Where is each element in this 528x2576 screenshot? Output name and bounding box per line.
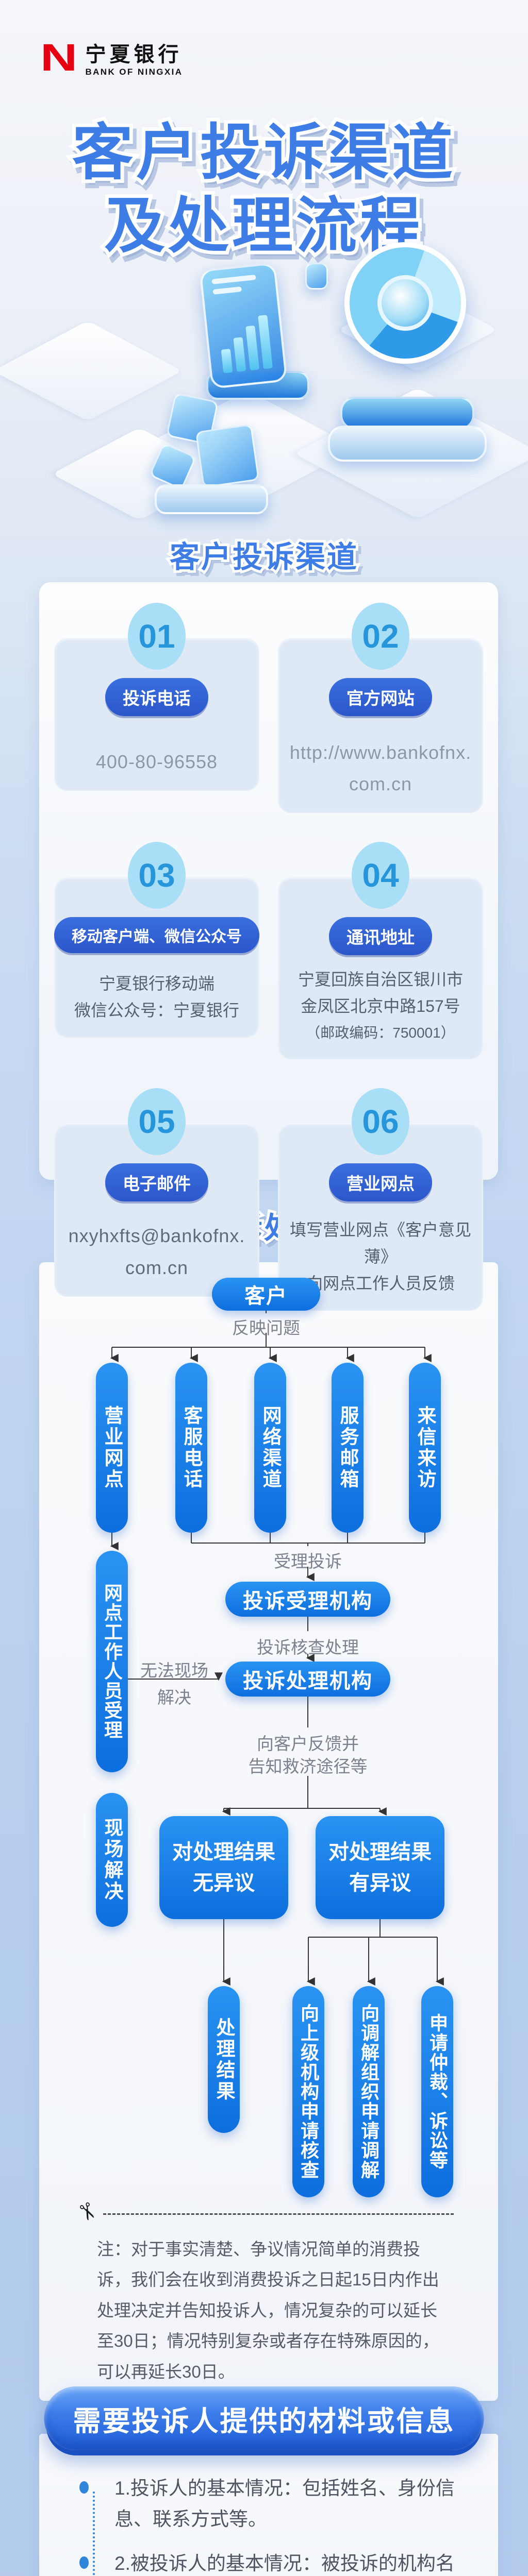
email-address[interactable]: com.cn — [125, 1257, 189, 1278]
flow-node-branch: 营业网点 — [96, 1363, 128, 1533]
hero-illustration — [0, 242, 528, 531]
channel-detail: 向网点工作人员反馈 — [306, 1274, 455, 1293]
cut-dashed-line — [103, 2213, 454, 2215]
channel-item-app-wechat: 03 移动客户端、微信公众号 宁夏银行移动端 微信公众号：宁夏银行 — [54, 842, 259, 1059]
website-url[interactable]: com.cn — [349, 773, 412, 795]
flow-node-online: 网络渠道 — [254, 1363, 286, 1533]
material-text: 1.投诉人的基本情况：包括姓名、身份信息、联系方式等。 — [114, 2478, 455, 2530]
channel-detail: 宁夏银行移动端 — [98, 974, 214, 993]
flow-node-staff-accept: 网点工作人员受理 — [96, 1551, 128, 1772]
flow-label-report: 反映问题 — [232, 1318, 300, 1337]
floor-tile — [0, 320, 183, 421]
channel-detail: 填写营业网点《客户意见薄》 — [289, 1221, 471, 1266]
flow-node-appeal-arbitration: 申请仲裁、诉讼等 — [421, 1986, 453, 2197]
material-item: 2.被投诉人的基本情况：被投诉的机构名称、被投诉的工作人员相关情况。 — [70, 2548, 467, 2576]
channels-section-title: 客户投诉渠道 — [0, 533, 528, 579]
radar-pedestal — [340, 397, 474, 430]
channel-number-badge: 03 — [128, 842, 186, 909]
channel-item-website: 02 官方网站 http://www.bankofnx. com.cn — [278, 603, 483, 814]
channel-detail: 金凤区北京中路157号 — [301, 997, 460, 1016]
flow-node-text: 无异议 — [193, 1872, 255, 1894]
channels-card: 01 投诉电话 400-80-96558 02 官方网站 http://www.… — [39, 582, 498, 1311]
radar-base — [328, 426, 487, 462]
flow-node-onsite-resolve: 现场解决 — [96, 1793, 128, 1927]
flow-node-hotline: 客服电话 — [175, 1363, 207, 1533]
channel-number-badge: 02 — [352, 603, 409, 670]
bank-name-en: BANK OF NINGXIA — [85, 67, 183, 77]
bank-logo: N 宁夏银行 BANK OF NINGXIA — [40, 36, 183, 79]
channel-item-phone: 01 投诉电话 400-80-96558 — [54, 603, 259, 813]
flow-node-objection: 对处理结果 有异议 — [316, 1816, 444, 1919]
material-text: 2.被投诉人的基本情况：被投诉的机构名称、被投诉的工作人员相关情况。 — [114, 2552, 455, 2574]
channel-item-branch: 06 营业网点 填写营业网点《客户意见薄》 向网点工作人员反馈 — [278, 1088, 483, 1311]
channel-number-badge: 04 — [352, 842, 409, 909]
flow-label-verify: 投诉核查处理 — [257, 1638, 359, 1657]
flow-node-text: 对处理结果 — [172, 1841, 275, 1863]
flow-node-accept-org: 投诉受理机构 — [225, 1582, 390, 1617]
channel-number-badge: 06 — [352, 1088, 409, 1156]
materials-card: 1.投诉人的基本情况：包括姓名、身份信息、联系方式等。 2.被投诉人的基本情况：… — [39, 2434, 498, 2576]
postal-code: （邮政编码：750001） — [306, 1025, 455, 1041]
process-flowchart: 客户 反映问题 营业网点 客服电话 网络渠道 服务邮箱 来信来访 网点工作人员受… — [39, 1262, 498, 2401]
flow-node-handle-org: 投诉处理机构 — [225, 1662, 390, 1697]
hero-title-line2: 及处理流程 — [0, 176, 528, 269]
flow-node-mailbox: 服务邮箱 — [332, 1363, 364, 1533]
flow-node-result: 处理结果 — [208, 1986, 240, 2133]
channel-label: 官方网站 — [329, 678, 432, 716]
flow-label-cannot-resolve: 无法现场 — [140, 1661, 208, 1680]
channel-item-address: 04 通讯地址 宁夏回族自治区银川市 金凤区北京中路157号 （邮政编码：750… — [278, 842, 483, 1060]
cube-3d-icon — [305, 263, 328, 290]
flow-connectors — [110, 1311, 444, 1986]
timeline-rail — [93, 2492, 95, 2576]
phone-number[interactable]: 400-80-96558 — [95, 751, 218, 772]
website-url[interactable]: http://www.bankofnx. — [289, 742, 472, 763]
flow-node-appeal-mediation: 向调解组织申请调解 — [353, 1986, 385, 2197]
channel-number-badge: 05 — [128, 1088, 186, 1156]
process-note: 注：对于事实清楚、争议情况简单的消费投诉，我们会在收到消费投诉之日起15日内作出… — [97, 2240, 439, 2381]
material-item: 1.投诉人的基本情况：包括姓名、身份信息、联系方式等。 — [70, 2473, 467, 2535]
flow-node-text: 有异议 — [349, 1872, 411, 1894]
bullet-dot-icon — [79, 2556, 89, 2569]
flow-node-no-objection: 对处理结果 无异议 — [159, 1816, 288, 1919]
flow-node-appeal-review: 向上级机构申请核查 — [292, 1986, 324, 2197]
cube-3d-icon — [195, 423, 260, 488]
bank-name-cn: 宁夏银行 — [85, 43, 183, 66]
channel-label: 通讯地址 — [329, 917, 432, 956]
channel-label: 移动客户端、微信公众号 — [54, 917, 259, 954]
radar-3d-icon — [344, 242, 466, 364]
channel-label: 营业网点 — [329, 1163, 432, 1202]
channel-number-badge: 01 — [128, 603, 186, 670]
flow-label-feedback: 告知救济途径等 — [248, 1757, 368, 1776]
flow-node-letter-visit: 来信来访 — [409, 1363, 441, 1533]
flow-node-customer: 客户 — [212, 1278, 320, 1311]
channel-detail: 微信公众号：宁夏银行 — [74, 1001, 239, 1020]
cube-pedestal — [155, 484, 268, 514]
channel-detail: 宁夏回族自治区银川市 — [298, 970, 463, 989]
flow-label-accept: 受理投诉 — [274, 1552, 342, 1571]
flow-label-feedback: 向客户反馈并 — [257, 1734, 359, 1753]
flow-label-cannot-resolve: 解决 — [157, 1688, 191, 1707]
channel-label: 电子邮件 — [105, 1163, 208, 1202]
flow-node-text: 对处理结果 — [328, 1841, 432, 1863]
phone-3d-icon — [199, 262, 288, 389]
channel-item-email: 05 电子邮件 nxyhxfts@bankofnx. com.cn — [54, 1088, 259, 1310]
channel-label: 投诉电话 — [105, 678, 208, 716]
email-address[interactable]: nxyhxfts@bankofnx. — [68, 1225, 245, 1247]
hero-title-line1: 客户投诉渠道 — [0, 103, 528, 196]
bank-logo-n-icon: N — [40, 36, 78, 79]
materials-banner: 需要投诉人提供的材料或信息 — [44, 2386, 484, 2450]
bullet-dot-icon — [79, 2481, 89, 2494]
